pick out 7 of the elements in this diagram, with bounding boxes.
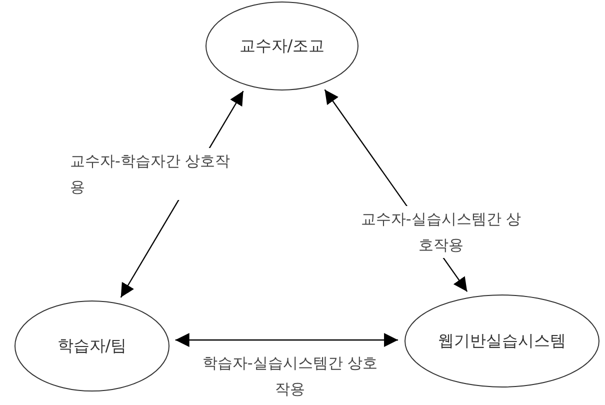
node-label: 학습자/팀 <box>57 336 127 356</box>
ellipse-node <box>404 294 600 388</box>
node-label: 웹기반실습시스템 <box>438 330 566 352</box>
ellipse-node <box>14 300 170 392</box>
ellipse-node <box>205 1 359 91</box>
arrow <box>175 333 398 347</box>
node-label: 교수자/조교 <box>239 36 325 56</box>
